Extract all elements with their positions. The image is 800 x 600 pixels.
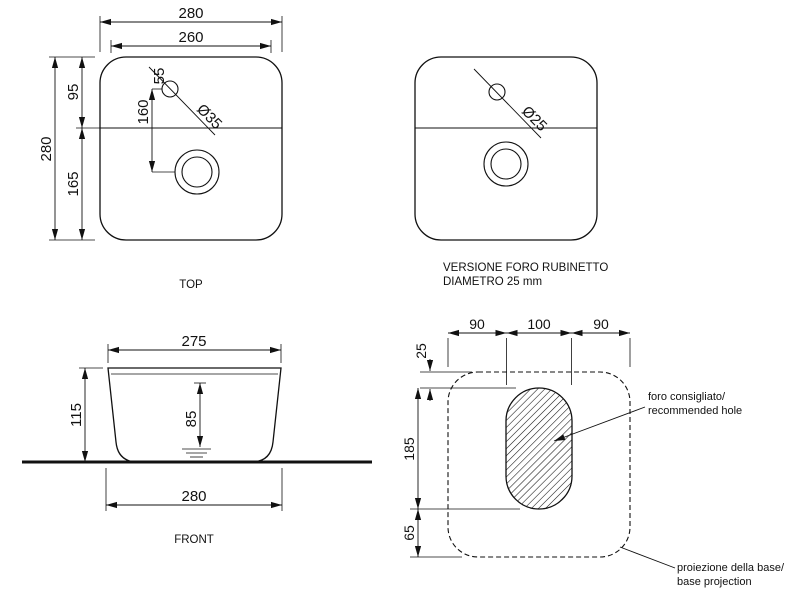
drain-inner-circle — [490, 148, 522, 180]
dim-tap-offset: 55 — [151, 68, 168, 85]
projection-leader-line — [619, 546, 676, 569]
dim-hole-length: 185 — [401, 437, 417, 461]
dim-hole-to-front: 65 — [401, 525, 417, 541]
hole-note-line2: recommended hole — [648, 405, 742, 417]
tap-hole-centerline — [473, 68, 542, 139]
top-view-outline — [99, 56, 283, 241]
tap-hole-circle — [488, 83, 506, 101]
drain-outer-circle — [483, 141, 529, 187]
base-projection-outline — [447, 371, 631, 558]
dim-edge-to-hole: 25 — [413, 343, 429, 359]
drain-inner-circle — [181, 156, 213, 188]
tap-version-view: Ø25 VERSIONE FORO RUBINETTO DIAMETRO 25 … — [414, 56, 608, 288]
base-view: 90 100 90 25 185 65 foro consigliato/ re… — [401, 316, 785, 588]
dim-inner-width: 260 — [178, 29, 203, 46]
recommended-hole-shape — [505, 387, 573, 510]
dim-span-center: 100 — [527, 316, 551, 332]
front-view-caption: FRONT — [174, 534, 214, 546]
top-view-caption: TOP — [179, 279, 203, 291]
tap-version-caption-line1: VERSIONE FORO RUBINETTO — [443, 262, 608, 274]
dim-span-right: 90 — [593, 316, 609, 332]
tap-version-caption-line2: DIAMETRO 25 mm — [443, 276, 542, 288]
dim-overall-depth: 280 — [38, 136, 55, 161]
hole-leader-line — [553, 406, 646, 442]
projection-note-line1: proiezione della base/ — [677, 562, 785, 574]
front-view: 275 115 85 280 FRONT — [22, 333, 372, 546]
hole-note-line1: foro consigliato/ — [648, 391, 726, 403]
dim-height: 115 — [68, 403, 85, 427]
tap-hole-centerline — [148, 66, 216, 136]
dim-overall-width: 280 — [178, 5, 203, 22]
projection-note-line2: base projection — [677, 576, 752, 588]
dim-tap-to-drain: 160 — [135, 99, 152, 124]
dim-top-width: 275 — [181, 333, 206, 350]
dim-inner-height: 85 — [183, 411, 200, 428]
dim-bottom-width: 280 — [181, 488, 206, 505]
dim-top-to-rim: 95 — [65, 84, 82, 101]
top-view: 280 260 280 95 165 160 55 Ø35 TOP — [38, 5, 283, 291]
dim-span-left: 90 — [469, 316, 485, 332]
dim-rim-to-bottom: 165 — [65, 171, 82, 196]
